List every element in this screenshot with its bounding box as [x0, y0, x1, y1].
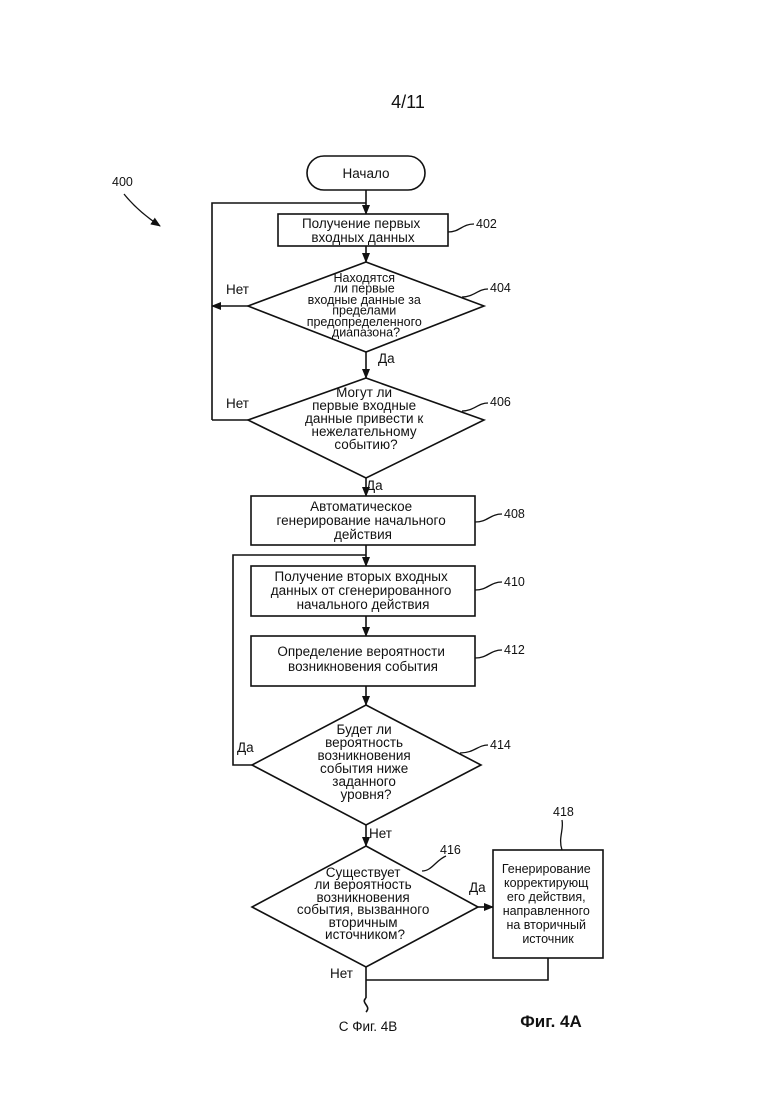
decision-406: Могут ли первые входные данные привести … [248, 378, 484, 478]
label-414-yes: Да [237, 740, 254, 755]
start-node: Начало [307, 156, 425, 190]
ref-412: 412 [504, 643, 525, 657]
process-412: Определение вероятности возникновения со… [251, 636, 475, 686]
label-404-no: Нет [226, 282, 249, 297]
process-410: Получение вторых входных данных от сгене… [251, 566, 475, 616]
leader-402 [448, 224, 474, 232]
decision-416: Существует ли вероятность возникновения … [252, 846, 478, 967]
ref-408: 408 [504, 507, 525, 521]
process-418: Генерирование корректирующ его действия,… [493, 850, 603, 958]
page-number: 4/11 [391, 92, 425, 112]
label-406-no: Нет [226, 396, 249, 411]
diagram-ref: 400 [112, 175, 133, 189]
ref-404: 404 [490, 281, 511, 295]
edge-418-merge [366, 958, 548, 980]
label-416-no: Нет [330, 966, 353, 981]
figure-caption: Фиг. 4А [520, 1012, 582, 1031]
ref-406: 406 [490, 395, 511, 409]
ref-418: 418 [553, 805, 574, 819]
ref-414: 414 [490, 738, 511, 752]
process-402: Получение первых входных данных [278, 214, 448, 246]
process-408: Автоматическое генерирование начального … [251, 496, 475, 545]
decision-414: Будет ли вероятность возникновения событ… [252, 705, 481, 825]
process-410-text: Получение вторых входных данных от сгене… [271, 569, 455, 612]
leader-416 [422, 856, 446, 871]
edge-break [364, 998, 367, 1012]
leader-404 [462, 289, 488, 297]
connector-label: С Фиг. 4В [339, 1019, 398, 1034]
leader-418 [561, 820, 563, 850]
ref-410: 410 [504, 575, 525, 589]
leader-410 [475, 582, 502, 590]
label-404-yes: Да [378, 351, 395, 366]
label-406-yes: Да [366, 478, 383, 493]
diagram-ref-arrow [124, 194, 160, 226]
leader-414 [460, 745, 488, 753]
start-text: Начало [342, 166, 389, 181]
ref-416: 416 [440, 843, 461, 857]
ref-402: 402 [476, 217, 497, 231]
process-402-text: Получение первых входных данных [302, 216, 424, 245]
leader-412 [475, 650, 502, 658]
process-412-text: Определение вероятности возникновения со… [277, 644, 448, 674]
decision-404: Находятся ли первые входные данные за пр… [248, 262, 484, 352]
label-414-no: Нет [369, 826, 392, 841]
leader-406 [462, 403, 488, 411]
label-416-yes: Да [469, 880, 486, 895]
leader-408 [475, 514, 502, 522]
